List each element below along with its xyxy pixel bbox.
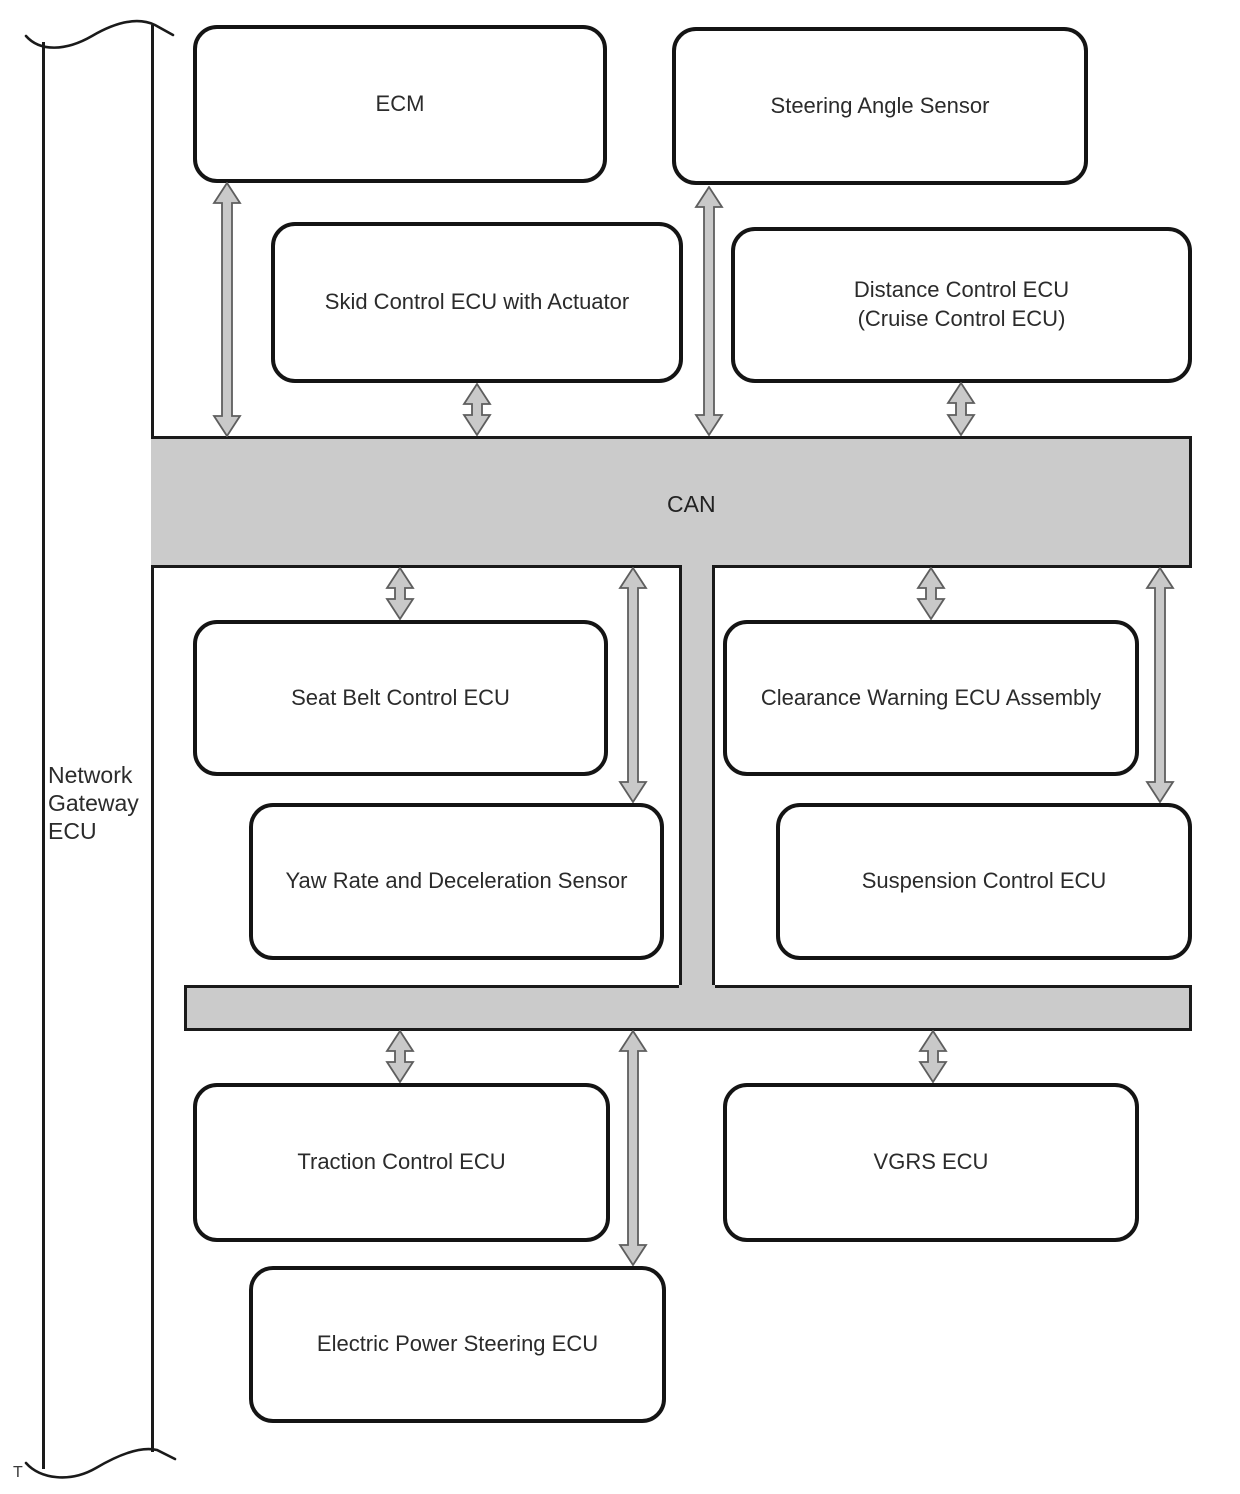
node-electric-power-steering-ecu-label: Electric Power Steering ECU xyxy=(316,1331,599,1357)
footnote-t: T xyxy=(13,1464,23,1481)
arrow-can-to-yaw-rate-icon xyxy=(618,567,648,803)
gateway-label: Network Gateway ECU xyxy=(48,762,139,845)
branch-bus-top-border-left xyxy=(184,985,679,988)
arrow-skid-control-to-can-icon xyxy=(462,383,492,436)
node-yaw-rate-sensor-label: Yaw Rate and Deceleration Sensor xyxy=(285,868,628,894)
node-clearance-warning-ecu-label: Clearance Warning ECU Assembly xyxy=(760,684,1102,710)
can-bus-bar xyxy=(151,436,1192,568)
gateway-bar-right-line-upper xyxy=(151,25,154,436)
node-suspension-control-ecu-label: Suspension Control ECU xyxy=(861,868,1107,894)
node-steering-angle-sensor: Steering Angle Sensor xyxy=(672,27,1088,185)
node-seat-belt-control-ecu: Seat Belt Control ECU xyxy=(193,620,608,776)
node-ecm: ECM xyxy=(193,25,607,183)
can-bus-bottom-border-right xyxy=(715,565,1192,568)
branch-bus-top-border-right xyxy=(715,985,1192,988)
node-traction-control-ecu: Traction Control ECU xyxy=(193,1083,610,1242)
node-skid-control-ecu-label: Skid Control ECU with Actuator xyxy=(324,289,630,315)
gateway-bar-right-line-lower xyxy=(151,568,154,1452)
arrow-can-to-seat-belt-icon xyxy=(385,567,415,620)
node-vgrs-ecu-label: VGRS ECU xyxy=(873,1149,989,1175)
arrow-bus-to-eps-icon xyxy=(618,1030,648,1266)
arrow-ecm-to-can-icon xyxy=(212,182,242,437)
arrow-bus-to-vgrs-icon xyxy=(918,1030,948,1083)
node-vgrs-ecu: VGRS ECU xyxy=(723,1083,1139,1242)
node-suspension-control-ecu: Suspension Control ECU xyxy=(776,803,1192,960)
can-bus-label: CAN xyxy=(667,491,716,517)
gateway-bar-left-line xyxy=(42,42,45,1469)
can-branch-bus-bar xyxy=(184,985,1192,1031)
node-skid-control-ecu: Skid Control ECU with Actuator xyxy=(271,222,683,383)
arrow-bus-to-traction-control-icon xyxy=(385,1030,415,1083)
arrow-distance-control-to-can-icon xyxy=(946,382,976,436)
node-yaw-rate-sensor: Yaw Rate and Deceleration Sensor xyxy=(249,803,664,960)
node-seat-belt-control-ecu-label: Seat Belt Control ECU xyxy=(291,684,510,710)
node-electric-power-steering-ecu: Electric Power Steering ECU xyxy=(249,1266,666,1423)
node-steering-angle-sensor-label: Steering Angle Sensor xyxy=(770,92,990,118)
node-traction-control-ecu-label: Traction Control ECU xyxy=(297,1149,506,1175)
torn-edge-top-icon xyxy=(24,19,175,49)
node-distance-control-ecu: Distance Control ECU (Cruise Control ECU… xyxy=(731,227,1192,383)
arrow-steering-sensor-to-can-icon xyxy=(694,186,724,436)
torn-edge-bottom-icon xyxy=(24,1447,177,1479)
arrow-can-to-clearance-warning-icon xyxy=(916,567,946,620)
arrow-can-to-suspension-icon xyxy=(1145,567,1175,803)
node-distance-control-ecu-label: Distance Control ECU (Cruise Control ECU… xyxy=(853,277,1070,331)
can-bus-vertical-trunk xyxy=(679,565,715,988)
node-clearance-warning-ecu: Clearance Warning ECU Assembly xyxy=(723,620,1139,776)
can-bus-bottom-border-left xyxy=(151,565,679,568)
node-ecm-label: ECM xyxy=(375,90,425,116)
